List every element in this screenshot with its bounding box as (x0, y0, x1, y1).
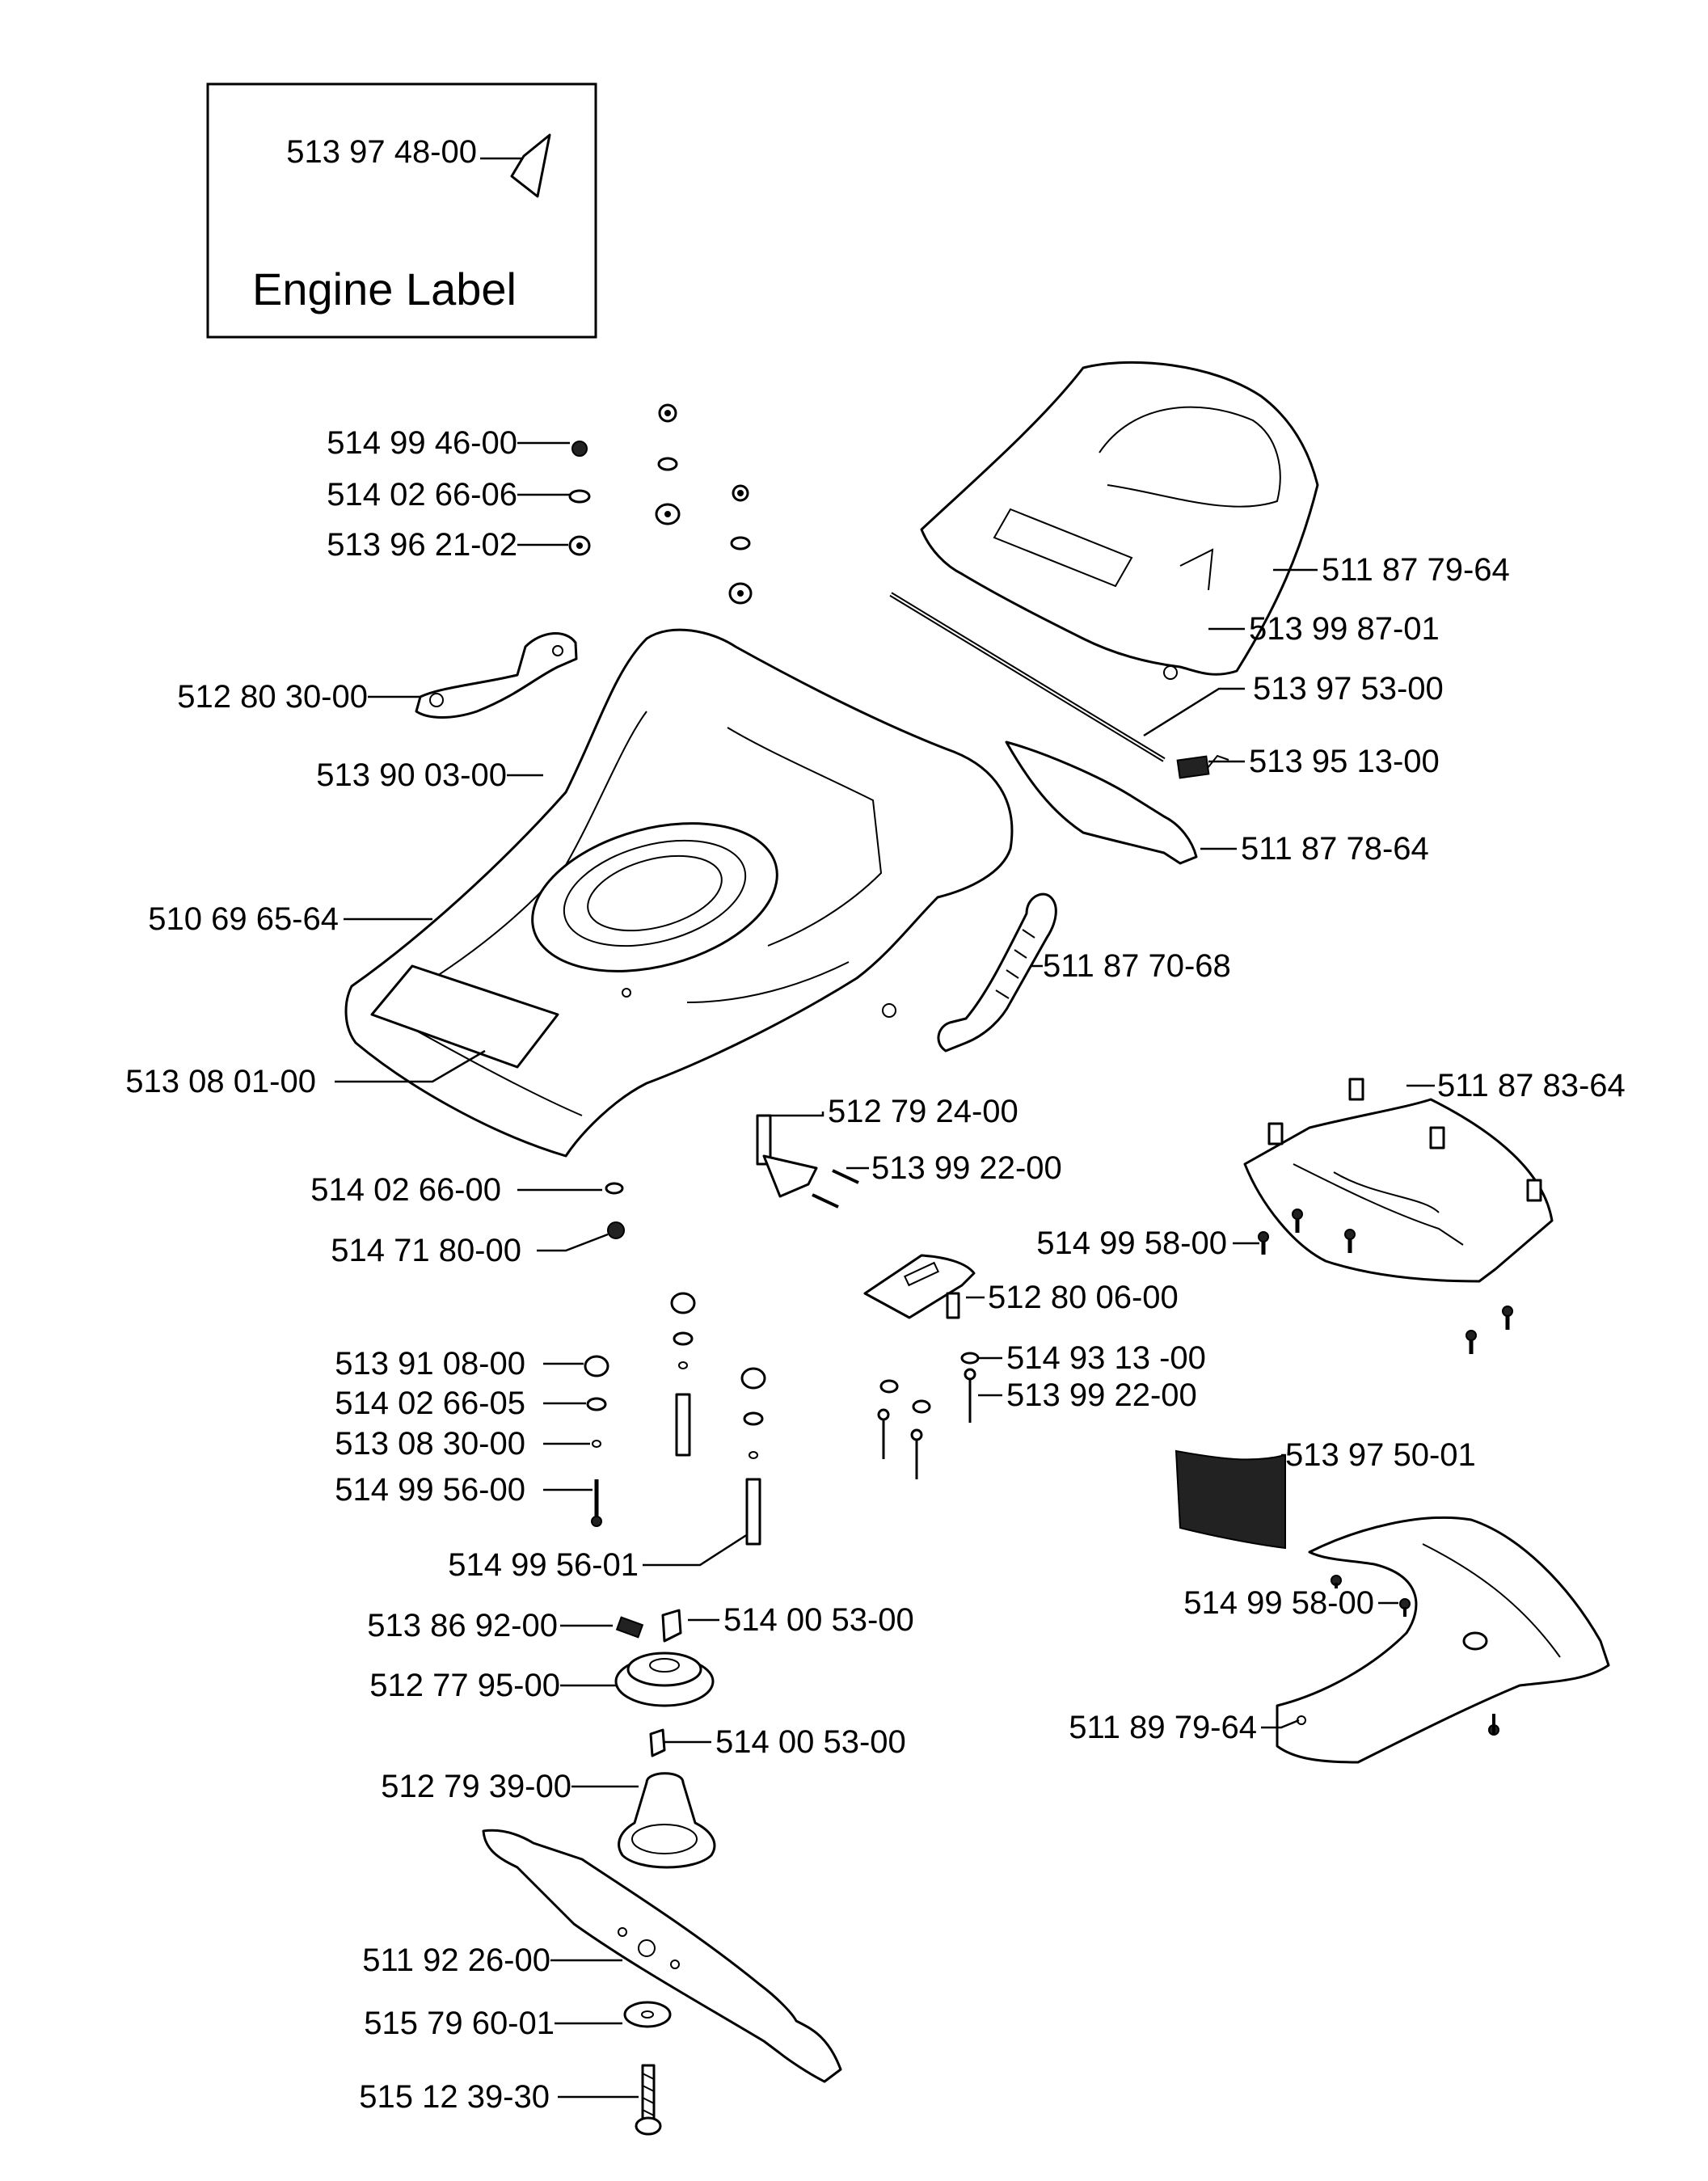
callout-label: 514 02 66-06 (327, 477, 517, 513)
callout-label: 511 87 79-64 (1322, 552, 1510, 588)
callout-label: 513 95 13-00 (1249, 744, 1440, 779)
wheel-fastener-stacks (584, 1292, 766, 1546)
callout-label: 514 99 56-01 (448, 1547, 639, 1583)
bracket-part (415, 632, 578, 719)
callout-label: 514 93 13 -00 (1006, 1340, 1206, 1376)
drive-components (614, 1609, 716, 1869)
mulch-flap (1005, 740, 1198, 865)
callout-label: 514 00 53-00 (723, 1602, 914, 1638)
callout-label: 513 91 08-00 (335, 1346, 525, 1382)
callout-label: 513 99 87-01 (1249, 611, 1440, 647)
callout-label: 513 97 50-01 (1285, 1437, 1476, 1473)
height-bracket (756, 1114, 859, 1209)
rear-flap (920, 361, 1319, 680)
callout-label: 511 87 83-64 (1437, 1068, 1626, 1103)
callout-label: 513 08 30-00 (335, 1426, 525, 1462)
callout-label: 514 02 66-05 (335, 1386, 525, 1421)
mulch-plug (1276, 1516, 1610, 1764)
handle-bracket (937, 892, 1057, 1053)
callout-label: 515 79 60-01 (364, 2006, 555, 2041)
callout-label: 513 97 53-00 (1253, 671, 1444, 707)
callout-label: 514 71 80-00 (331, 1233, 521, 1268)
callout-label: 514 02 66-00 (310, 1172, 501, 1208)
inset-part-number: 513 97 48-00 (286, 134, 477, 170)
callout-label: 513 08 01-00 (125, 1064, 316, 1099)
callout-label: 513 99 22-00 (1006, 1377, 1197, 1413)
callout-label: 514 99 58-00 (1036, 1225, 1227, 1261)
nut-washer-stack-top (568, 403, 753, 605)
callout-label: 513 86 92-00 (367, 1608, 558, 1643)
engine-label-inset: 513 97 48-00 Engine Label (206, 82, 597, 339)
callout-label: 512 80 30-00 (177, 679, 368, 715)
inset-caption: Engine Label (252, 264, 517, 314)
callout-label: 512 79 24-00 (828, 1094, 1018, 1129)
callout-label: 513 90 03-00 (316, 757, 507, 793)
blade-bolt (635, 2064, 662, 2136)
callout-label: 511 87 70-68 (1043, 948, 1231, 984)
leader-lines (335, 441, 1435, 2099)
callout-label: 511 87 78-64 (1241, 831, 1429, 867)
grass-grille (1175, 1449, 1286, 1550)
callout-label: 514 99 46-00 (327, 425, 517, 461)
engine-label-sticker (510, 133, 551, 198)
callout-labels: 514 99 46-00 514 02 66-06 513 96 21-02 5… (125, 425, 1626, 2115)
callout-label: 511 92 26-00 (362, 1943, 550, 1978)
mower-deck (344, 628, 1014, 1158)
rear-collector-base (1243, 1078, 1554, 1283)
callout-label: 510 69 65-64 (148, 901, 339, 937)
callout-label: 512 79 39-00 (381, 1769, 571, 1804)
support-plate (863, 1254, 976, 1319)
callout-label: 514 99 56-00 (335, 1472, 525, 1508)
callout-label: 512 80 06-00 (988, 1280, 1179, 1315)
blade-washer (623, 2001, 672, 2028)
rear-bin-screws (1258, 1209, 1513, 1354)
callout-label: 512 77 95-00 (369, 1668, 560, 1703)
callout-label: 514 99 58-00 (1183, 1585, 1374, 1621)
callout-label: 511 89 79-64 (1069, 1710, 1257, 1745)
callout-label: 513 99 22-00 (871, 1150, 1062, 1186)
callout-label: 515 12 39-30 (359, 2079, 550, 2115)
mid-fasteners (605, 1182, 980, 1479)
callout-label: 513 96 21-02 (327, 527, 517, 563)
mower-blade (482, 1829, 842, 2083)
torsion-spring (1176, 754, 1229, 779)
callout-label: 514 00 53-00 (715, 1724, 906, 1760)
